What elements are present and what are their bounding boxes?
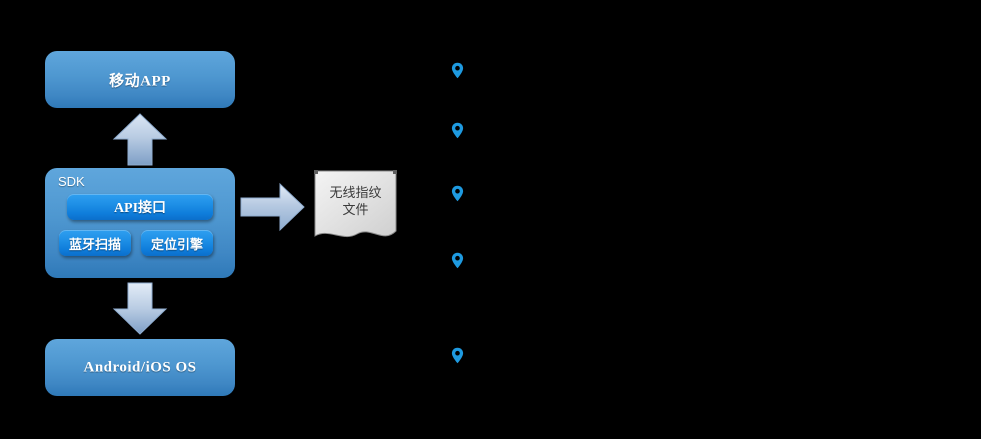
sdk-module-positioning-engine[interactable]: 定位引擎 bbox=[141, 230, 213, 256]
sdk-module-bluetooth-scan[interactable]: 蓝牙扫描 bbox=[59, 230, 131, 256]
os-label: Android/iOS OS bbox=[83, 359, 197, 375]
map-pin-icon[interactable] bbox=[451, 185, 464, 202]
sdk-module-api-label: API接口 bbox=[113, 201, 167, 216]
sdk-to-file-arrow bbox=[240, 182, 306, 232]
sdk-box[interactable]: SDK API接口 蓝牙扫描 定位引擎 bbox=[45, 168, 235, 278]
map-pin-icon[interactable] bbox=[451, 122, 464, 139]
doc-line-2: 文件 bbox=[342, 202, 369, 217]
mobile-app-label: 移动APP bbox=[109, 73, 171, 89]
doc-line-1: 无线指纹 bbox=[329, 185, 382, 200]
wireless-fingerprint-file-label: 无线指纹 文件 bbox=[313, 184, 398, 218]
map-pin-icon[interactable] bbox=[451, 347, 464, 364]
map-pin-icon[interactable] bbox=[451, 252, 464, 269]
sdk-module-bluetooth-scan-label: 蓝牙扫描 bbox=[68, 236, 121, 252]
mobile-app-box[interactable]: 移动APP bbox=[45, 51, 235, 108]
sdk-to-app-arrow bbox=[112, 112, 168, 166]
sdk-module-api[interactable]: API接口 bbox=[67, 194, 213, 220]
wireless-fingerprint-file-document[interactable]: 无线指纹 文件 bbox=[313, 168, 398, 246]
sdk-module-positioning-engine-label: 定位引擎 bbox=[150, 236, 203, 252]
sdk-to-os-arrow bbox=[112, 282, 168, 336]
os-box[interactable]: Android/iOS OS bbox=[45, 339, 235, 396]
map-pin-icon[interactable] bbox=[451, 62, 464, 79]
sdk-title-label: SDK bbox=[58, 174, 85, 189]
